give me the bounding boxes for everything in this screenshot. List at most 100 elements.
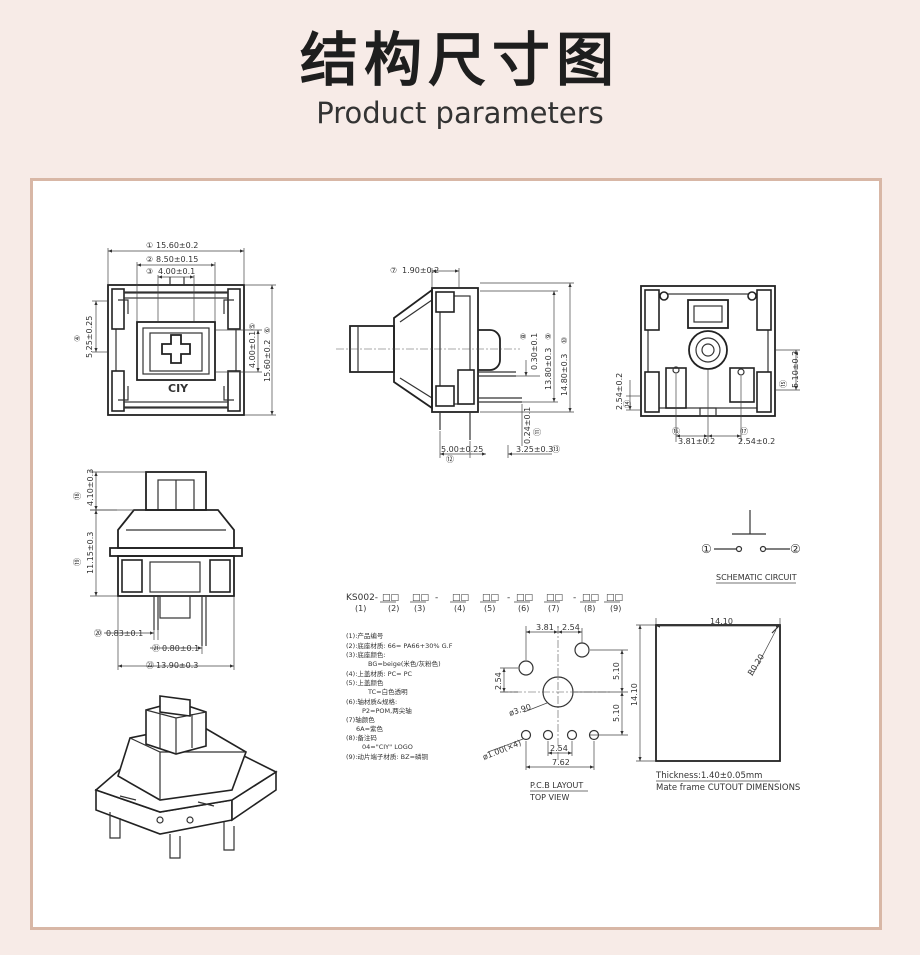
pcb-dim-2-54-bottom: 2.54 <box>550 744 568 753</box>
svg-text:⑫: ⑫ <box>446 455 454 464</box>
legend-line: (2):底座材质: 66= PA66+30% G.F <box>346 641 453 650</box>
pcb-dim-center-dia: ø3.90 <box>508 702 532 718</box>
dim-5-10: 5.10±0.2 <box>791 351 800 388</box>
svg-text:□□: □□ <box>606 593 623 603</box>
front-view: CIY ① 15.60±0.2 ② 8.50±0.15 ③ 4.00±0.1 5… <box>73 241 276 416</box>
cutout-square <box>655 624 781 762</box>
cutout-label: Mate frame CUTOUT DIMENSIONS <box>656 783 800 793</box>
svg-text:(8): (8) <box>584 604 595 613</box>
svg-text:⑭: ⑭ <box>623 400 632 408</box>
dim-width-15-60: 15.60±0.2 <box>156 241 198 250</box>
svg-text:□□: □□ <box>452 593 469 603</box>
svg-text:㉑: ㉑ <box>152 644 160 653</box>
legend-line: (6):轴材质&规格: <box>346 697 397 706</box>
dim-13-90: 13.90±0.3 <box>156 661 198 670</box>
bottom-view: 2.54±0.2 ⑭ 5.10±0.2 ⑮ ⑯ 3.81±0.2 ⑰ 2.54±… <box>615 285 800 446</box>
svg-text:⑯: ⑯ <box>672 427 680 436</box>
legend-line: TC=白色透明 <box>367 687 408 696</box>
svg-text:⑮: ⑮ <box>779 380 788 388</box>
svg-text:③: ③ <box>146 267 153 276</box>
pcb-dim-3-81: 3.81 <box>536 623 554 632</box>
cutout-thickness: Thickness:1.40±0.05mm <box>655 771 762 781</box>
legend-line: (9):动片端子材质: BZ=磷铜 <box>346 752 429 761</box>
pcb-title: P.C.B LAYOUT <box>530 781 583 790</box>
legend-line: 6A=紫色 <box>356 724 384 733</box>
svg-text:⑰: ⑰ <box>740 427 748 436</box>
legend-line: (4):上盖材质: PC= PC <box>346 669 413 678</box>
svg-text:(3): (3) <box>414 604 425 613</box>
page-subtitle: Product parameters <box>316 96 604 130</box>
svg-text:(2): (2) <box>388 604 399 613</box>
schematic-node-2: ② <box>790 542 801 556</box>
dim-height-5-25: 5.25±0.25 <box>85 316 94 358</box>
dim-0-80: 0.80±0.1 <box>162 644 199 653</box>
svg-text:-: - <box>573 593 576 603</box>
dim-1-90: 1.90±0.2 <box>402 266 439 275</box>
legend-line: (1):产品编号 <box>346 631 384 640</box>
lower-top-housing <box>117 509 235 549</box>
side-view: ⑦ 1.90±0.2 0.30±0.1 ⑧ 13.80±0.3 ⑨ 14.80±… <box>336 266 574 464</box>
svg-text:(1): (1) <box>355 604 366 613</box>
svg-text:⑬: ⑬ <box>552 445 560 454</box>
dim-3-25: 3.25±0.3 <box>516 445 553 454</box>
svg-text:⑦: ⑦ <box>390 266 397 275</box>
svg-text:⑳: ⑳ <box>94 629 102 638</box>
schematic-label: SCHEMATIC CIRCUIT <box>716 573 797 582</box>
svg-text:⑤: ⑤ <box>248 323 257 330</box>
svg-text:(7): (7) <box>548 604 559 613</box>
pcb-dim-pin-dia: ø1.00(×4) <box>481 738 522 762</box>
dim-width-8-50: 8.50±0.15 <box>156 255 198 264</box>
svg-text:㉒: ㉒ <box>146 661 154 670</box>
legend-line: (8):备注码 <box>346 733 377 742</box>
front-logo: CIY <box>168 382 189 395</box>
pcb-center-hole <box>542 676 574 708</box>
svg-text:-: - <box>435 593 438 603</box>
dim-0-24: 0.24±0.1 <box>523 407 532 444</box>
svg-text:(9): (9) <box>610 604 621 613</box>
dim-2-54-vertical: 2.54±0.2 <box>615 373 624 410</box>
dim-13-80: 13.80±0.3 <box>544 348 553 390</box>
svg-text:□□: □□ <box>546 593 563 603</box>
svg-text:□□: □□ <box>382 593 399 603</box>
svg-text:(4): (4) <box>454 604 465 613</box>
svg-text:②: ② <box>146 255 153 264</box>
isometric-view <box>94 695 278 859</box>
pcb-subtitle: TOP VIEW <box>529 793 569 802</box>
part-code: KS002- □□ □□ - □□ □□ - □□ □□ - □□ □□ (1)… <box>346 593 623 761</box>
legend-line: (7)轴颜色 <box>346 715 375 724</box>
pcb-layout: 3.81 2.54 2.54 5.10 5.10 ø3.90 ø1.00(×4)… <box>481 623 628 802</box>
legend-line: (3):底座颜色: <box>346 650 386 659</box>
pcb-dim-7-62: 7.62 <box>552 758 570 767</box>
svg-text:④: ④ <box>73 335 82 342</box>
part-code-prefix: KS002- <box>346 593 378 603</box>
pcb-hole-pin2 <box>574 642 590 658</box>
lower-side-view: 4.10±0.3 ⑱ 11.15±0.3 ⑲ ⑳ 0.83±0.1 ㉑ 0.80… <box>73 469 243 670</box>
legend-line: BG=beige(米色/灰粉色) <box>368 659 441 668</box>
svg-text:(5): (5) <box>484 604 495 613</box>
bottom-led-slot <box>687 299 729 329</box>
legend-line: P2=POM,两尖轴 <box>362 706 412 715</box>
page-title: 结构尺寸图 <box>299 26 620 94</box>
legend-line: 04="CIY" LOGO <box>362 743 413 751</box>
dim-height-15-60: 15.60±0.2 <box>263 340 272 382</box>
svg-text:⑱: ⑱ <box>73 492 82 500</box>
cutout-radius: R0.20 <box>746 652 766 677</box>
dim-5-00: 5.00±0.25 <box>441 445 483 454</box>
dim-0-83: 0.83±0.1 <box>106 629 143 638</box>
schematic-circuit: ① ② SCHEMATIC CIRCUIT <box>701 510 801 584</box>
pcb-dim-5-10-lower: 5.10 <box>612 704 621 722</box>
svg-text:□□: □□ <box>516 593 533 603</box>
dim-11-15: 11.15±0.3 <box>86 532 95 574</box>
dim-2-54: 2.54±0.2 <box>738 437 775 446</box>
svg-text:⑪: ⑪ <box>533 428 542 436</box>
dim-4-10: 4.10±0.3 <box>86 469 95 506</box>
cross-stem-icon <box>161 334 191 364</box>
side-bottom-post <box>478 329 501 371</box>
dim-width-4-00: 4.00±0.1 <box>158 267 195 276</box>
bottom-center-post <box>688 330 728 370</box>
pcb-hole-pin1 <box>518 660 534 676</box>
svg-text:□□: □□ <box>482 593 499 603</box>
cutout-height: 14.10 <box>630 683 639 706</box>
dim-0-30: 0.30±0.1 <box>530 333 539 370</box>
